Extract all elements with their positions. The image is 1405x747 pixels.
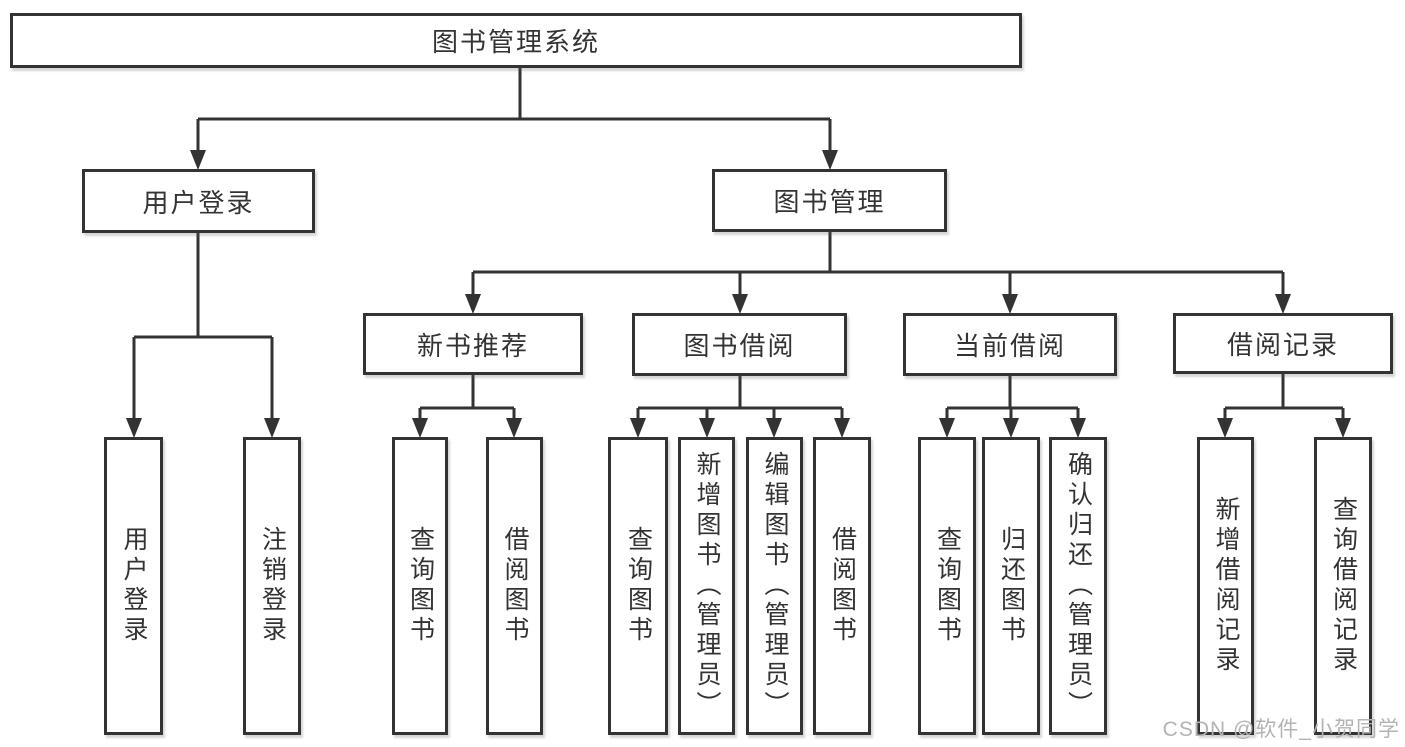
node-label: 确认归还（管理员） xyxy=(1064,451,1093,721)
leaf-logout: 注销登录 xyxy=(243,437,301,735)
leaf-query-books-recommend: 查询图书 xyxy=(392,437,448,735)
node-label: 借阅图书 xyxy=(828,526,857,646)
node-new-book-recommend: 新书推荐 xyxy=(363,313,583,375)
leaf-borrow-books-recommend: 借阅图书 xyxy=(486,437,543,735)
leaf-confirm-return-admin: 确认归还（管理员） xyxy=(1049,437,1107,735)
arrowheads xyxy=(126,150,1351,438)
node-label: 编辑图书（管理员） xyxy=(761,451,789,721)
leaf-query-borrow-record: 查询借阅记录 xyxy=(1314,437,1372,735)
csdn-watermark: CSDN @软件_小贺同学 xyxy=(1162,718,1400,741)
node-label: 查询借阅记录 xyxy=(1329,496,1358,676)
leaf-add-borrow-record: 新增借阅记录 xyxy=(1197,437,1254,735)
node-label: 借阅记录 xyxy=(1226,330,1339,360)
node-label: 图书管理系统 xyxy=(431,27,600,57)
node-label: 查询图书 xyxy=(933,526,962,646)
node-label: 用户登录 xyxy=(120,526,148,646)
node-current-borrowing: 当前借阅 xyxy=(903,313,1117,376)
node-label: 图书借阅 xyxy=(683,331,796,361)
leaf-query-books-borrowing: 查询图书 xyxy=(608,437,668,735)
leaf-query-books-current: 查询图书 xyxy=(918,437,976,735)
node-book-management: 图书管理 xyxy=(712,169,947,232)
node-borrowing-records: 借阅记录 xyxy=(1173,313,1393,374)
node-book-borrowing: 图书借阅 xyxy=(632,313,847,376)
leaf-edit-books-admin: 编辑图书（管理员） xyxy=(746,437,803,735)
node-label: 归还图书 xyxy=(997,526,1026,646)
node-label: 当前借阅 xyxy=(953,331,1066,361)
leaf-add-books-admin: 新增图书（管理员） xyxy=(678,437,735,735)
node-label: 图书管理 xyxy=(773,187,886,217)
leaf-return-books: 归还图书 xyxy=(982,437,1040,735)
node-label: 借阅图书 xyxy=(501,526,529,646)
node-user-login: 用户登录 xyxy=(82,169,315,233)
node-label: 注销登录 xyxy=(258,526,287,646)
leaf-user-login: 用户登录 xyxy=(104,437,163,735)
node-label: 新书推荐 xyxy=(416,330,529,361)
node-label: 查询图书 xyxy=(406,526,435,646)
node-label: 用户登录 xyxy=(142,187,255,218)
node-label: 新增图书（管理员） xyxy=(693,451,721,721)
leaf-borrow-books: 借阅图书 xyxy=(813,437,871,735)
node-label: 查询图书 xyxy=(624,526,653,646)
node-library-management-system: 图书管理系统 xyxy=(10,13,1022,68)
node-label: 新增借阅记录 xyxy=(1212,496,1240,676)
